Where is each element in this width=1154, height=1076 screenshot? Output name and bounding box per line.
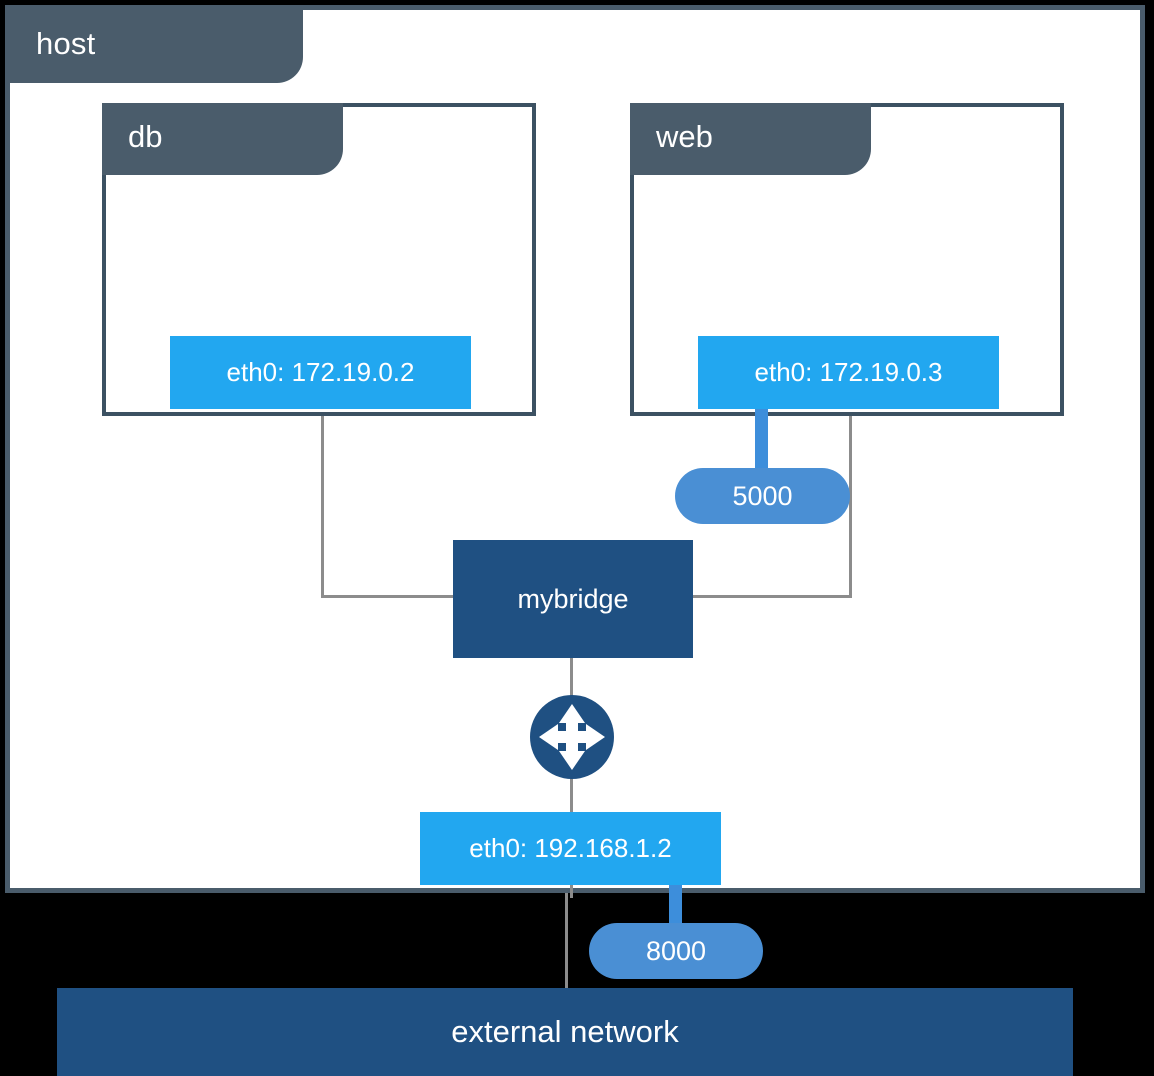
port-pill-5000[interactable]: 5000 (675, 468, 850, 524)
container-db-tab: db (102, 103, 343, 175)
host-tab-label: host (36, 26, 96, 61)
interface-badge-web[interactable]: eth0: 172.19.0.3 (698, 336, 999, 409)
port-pill-8000[interactable]: 8000 (589, 923, 763, 979)
container-db-label: db (128, 119, 163, 154)
connector-web-horizontal (689, 595, 852, 598)
host-tab: host (10, 10, 303, 83)
host-boundary: host db eth0: 172.19.0.2 web eth0: 172.1… (5, 5, 1145, 898)
container-web-label: web (656, 119, 713, 154)
connector-host-to-external (565, 893, 568, 990)
bridge-node-mybridge[interactable]: mybridge (453, 540, 693, 658)
router-move-arrows-icon (529, 694, 615, 780)
interface-badge-host[interactable]: eth0: 192.168.1.2 (420, 812, 721, 885)
connector-db-horizontal (321, 595, 456, 598)
port-link-host-8000 (669, 872, 682, 932)
interface-badge-db[interactable]: eth0: 172.19.0.2 (170, 336, 471, 409)
connector-db-vertical (321, 410, 324, 598)
connector-web-vertical (849, 410, 852, 598)
container-web-tab: web (630, 103, 871, 175)
port-link-web-5000 (755, 406, 768, 476)
external-network-bar[interactable]: external network (57, 988, 1073, 1076)
